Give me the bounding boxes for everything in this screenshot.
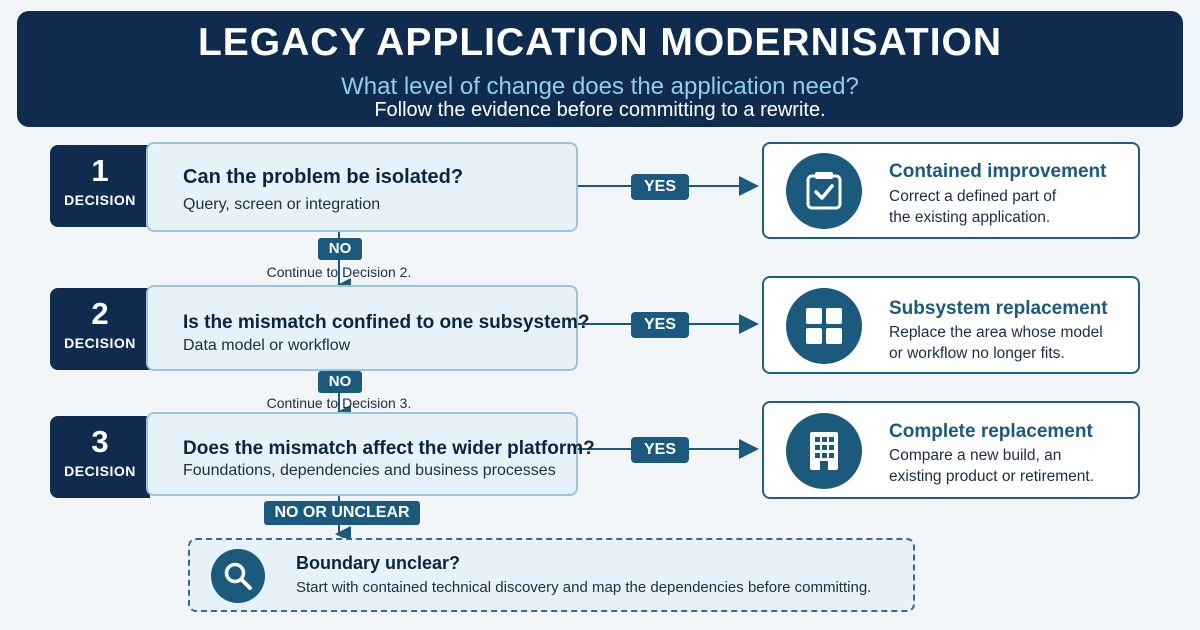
outcome-3-line-2: existing product or retirement. (889, 468, 1095, 485)
decision-2-number-block: 2 DECISION (50, 288, 150, 370)
decision-1-label: DECISION (64, 192, 136, 208)
decision-3-question-card: Does the mismatch affect the wider platf… (146, 412, 595, 496)
decision-1-no-badge: NO (318, 238, 362, 260)
decision-2-no-badge: NO (318, 371, 362, 393)
decision-3-question: Does the mismatch affect the wider platf… (183, 438, 595, 459)
decision-2-yes-badge: YES (631, 312, 689, 338)
clipboard-check-icon (786, 153, 862, 229)
outcome-2-line-2: or workflow no longer fits. (889, 345, 1065, 362)
grid-blocks-icon (786, 288, 862, 364)
boundary-unclear-note: Boundary unclear? Start with contained t… (188, 538, 915, 612)
decision-1-question-card: Can the problem be isolated? Query, scre… (146, 142, 578, 232)
outcome-1-line-1: Correct a defined part of (889, 188, 1057, 205)
decision-2-detail: Data model or workflow (183, 337, 351, 354)
decision-1-number: 1 (91, 153, 109, 188)
page-subtitle: What level of change does the applicatio… (341, 73, 859, 100)
decision-1-yes-badge: YES (631, 174, 689, 200)
decision-3-number: 3 (91, 424, 109, 459)
decision-2-continue-text: Continue to Decision 3. (266, 395, 412, 411)
outcome-2-card: Subsystem replacement Replace the area w… (762, 276, 1140, 374)
decision-3-label: DECISION (64, 463, 136, 479)
outcome-1-title: Contained improvement (889, 161, 1107, 182)
decision-2-number: 2 (91, 296, 109, 331)
header-banner: LEGACY APPLICATION MODERNISATION What le… (17, 11, 1183, 127)
outcome-1-card: Contained improvement Correct a defined … (762, 142, 1140, 239)
page-tagline: Follow the evidence before committing to… (374, 99, 826, 121)
outcome-2-title: Subsystem replacement (889, 298, 1108, 319)
outcome-3-line-1: Compare a new build, an (889, 447, 1062, 464)
decision-1-question: Can the problem be isolated? (183, 166, 464, 188)
decision-2-question-card: Is the mismatch confined to one subsyste… (146, 285, 589, 371)
note-title: Boundary unclear? (296, 553, 461, 573)
decision-2-question: Is the mismatch confined to one subsyste… (183, 312, 590, 333)
outcome-3-title: Complete replacement (889, 421, 1093, 442)
outcome-1-line-2: the existing application. (889, 209, 1051, 226)
decision-3-no-or-unclear-badge: NO OR UNCLEAR (264, 501, 420, 525)
outcome-2-line-1: Replace the area whose model (889, 324, 1103, 341)
decision-1-number-block: 1 DECISION (50, 145, 150, 227)
magnifier-icon (211, 549, 265, 603)
page-title: LEGACY APPLICATION MODERNISATION (197, 21, 1003, 64)
outcome-3-card: Complete replacement Compare a new build… (762, 401, 1140, 499)
decision-3-number-block: 3 DECISION (50, 416, 150, 498)
decision-3-detail: Foundations, dependencies and business p… (183, 462, 556, 479)
decision-1-continue-text: Continue to Decision 2. (266, 264, 412, 280)
building-icon (786, 413, 862, 489)
decision-3-yes-badge: YES (631, 437, 689, 463)
decision-2-label: DECISION (64, 335, 136, 351)
note-text: Start with contained technical discovery… (296, 579, 872, 596)
decision-1-detail: Query, screen or integration (183, 196, 381, 213)
